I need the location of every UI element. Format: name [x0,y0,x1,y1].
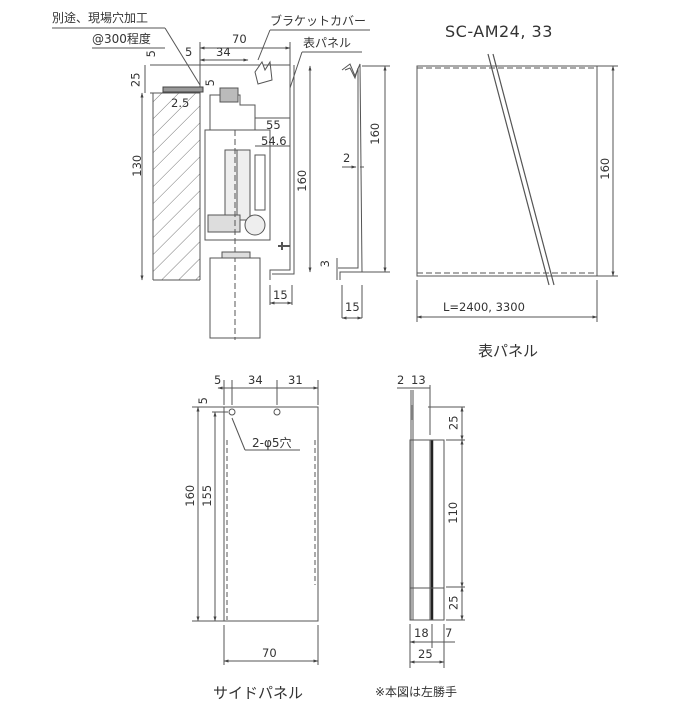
dim-profile-3: 3 [317,260,332,268]
dim-edge-bottom-18: 18 [414,626,429,640]
dim-width-70: 70 [232,32,247,46]
dim-edge-top-2: 2 [397,373,405,387]
side-panel-view [192,380,319,665]
dim-side-left-5: 5 [195,397,210,405]
model-title: SC-AM24, 33 [445,22,553,41]
dim-bottom-15-left: 15 [273,288,288,302]
dim-edge-middle-110: 110 [446,501,461,524]
dim-vert-5-top: 5 [143,50,158,58]
front-panel-callout: 表パネル [303,36,352,50]
front-panel-profile [336,63,390,320]
dim-depth-55: 55 [266,118,281,132]
hole-note: 2-φ5穴 [252,436,292,450]
dim-side-top-34: 34 [248,373,263,387]
front-panel-face [416,53,618,322]
front-panel-caption: 表パネル [478,342,539,360]
screw-note-line2: @300程度 [92,32,151,46]
dim-offset-5: 5 [185,45,193,59]
dim-edge-lower-25: 25 [446,595,461,611]
left-hand-note: ※本図は左勝手 [375,685,458,699]
wall-hatch [153,90,200,280]
dim-length: L=2400, 3300 [443,300,525,314]
side-panel-caption: サイドパネル [213,684,304,702]
dim-side-top-31: 31 [288,373,303,387]
dim-vert-25: 25 [128,72,143,88]
dim-depth-54-6: 54.6 [261,134,287,148]
dim-side-top-5: 5 [214,373,222,387]
dim-edge-bottom-7: 7 [445,626,453,640]
dim-edge-bottom-25: 25 [418,647,433,661]
dim-height-160-inner: 160 [295,169,310,192]
dim-profile-2: 2 [343,151,351,165]
dim-profile-160: 160 [368,122,383,145]
dim-bracket-34: 34 [216,45,231,59]
dim-edge-upper-25: 25 [446,415,461,431]
dim-wall-130: 130 [130,154,145,177]
dim-side-height-155: 155 [200,484,215,507]
section-view [52,27,370,340]
dim-vert-5-screw: 5 [202,79,217,87]
screw-note-line1: 別途、現場穴加工 [52,11,149,25]
dim-edge-top-13: 13 [411,373,426,387]
side-panel-edge-view [397,385,465,668]
dim-gap-2-5: 2.5 [171,96,190,110]
dim-side-width-70: 70 [262,646,277,660]
dim-profile-15: 15 [345,300,360,314]
dim-front-height-160: 160 [598,157,613,180]
dim-side-height-160: 160 [183,484,198,507]
bracket-cover-label: ブラケットカバー [270,14,367,28]
